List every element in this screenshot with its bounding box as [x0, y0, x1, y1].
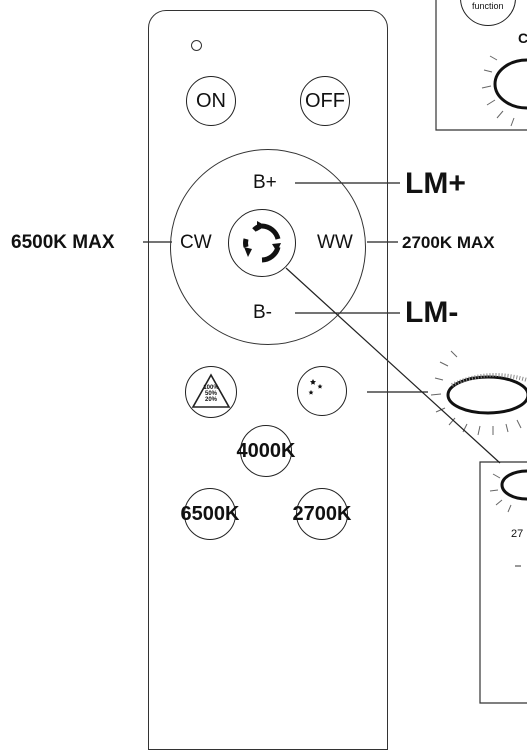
b-minus-label: B-	[253, 302, 272, 323]
function-label: function	[472, 1, 504, 11]
remote-body	[148, 10, 388, 750]
ww-max-callout: 2700K MAX	[402, 233, 495, 252]
k4000-label: 4000K	[236, 439, 296, 462]
lamp-icon-middle	[430, 350, 527, 436]
control-ring	[170, 149, 366, 345]
dim-level-50: 50%	[204, 391, 217, 397]
k4000-button[interactable]: 4000K	[237, 425, 295, 477]
dim-level-100: 100%	[203, 385, 219, 391]
night-mode-button[interactable]	[297, 366, 347, 416]
inset-top-frame	[435, 0, 527, 131]
dim-level-list: 100% 50% 20%	[203, 385, 218, 403]
on-button[interactable]: ON	[186, 76, 236, 126]
indicator-led	[191, 40, 202, 51]
cycle-arrows-icon	[243, 221, 281, 263]
k6500-label: 6500K	[180, 502, 240, 525]
k2700-label: 2700K	[292, 502, 352, 525]
b-minus-button[interactable]: B-	[253, 302, 272, 324]
cw-max-callout: 6500K MAX	[11, 232, 115, 253]
lm-plus-callout: LM+	[405, 167, 466, 200]
off-button[interactable]: OFF	[300, 76, 350, 126]
lm-minus-callout: LM-	[405, 296, 459, 329]
on-label: ON	[196, 89, 226, 112]
b-plus-button[interactable]: B+	[253, 172, 277, 194]
inset-top-letter: C	[518, 30, 527, 46]
moon-stars-icon	[308, 377, 334, 404]
dim-level-20: 20%	[204, 397, 217, 403]
cw-label: CW	[180, 232, 212, 253]
inset-bottom-frame	[479, 461, 527, 704]
b-plus-label: B+	[253, 172, 277, 193]
cycle-button[interactable]	[228, 209, 296, 277]
k2700-button[interactable]: 2700K	[293, 488, 351, 540]
dim-level-button[interactable]: 100% 50% 20%	[185, 366, 237, 418]
inset-bottom-text: 27	[511, 528, 524, 540]
cw-button[interactable]: CW	[180, 232, 212, 254]
lamp-icon-top	[481, 55, 527, 127]
ww-label: WW	[317, 232, 353, 253]
recycle-triangle-icon	[191, 373, 231, 408]
k6500-button[interactable]: 6500K	[181, 488, 239, 540]
ww-button[interactable]: WW	[317, 232, 353, 254]
off-label: OFF	[305, 89, 345, 112]
